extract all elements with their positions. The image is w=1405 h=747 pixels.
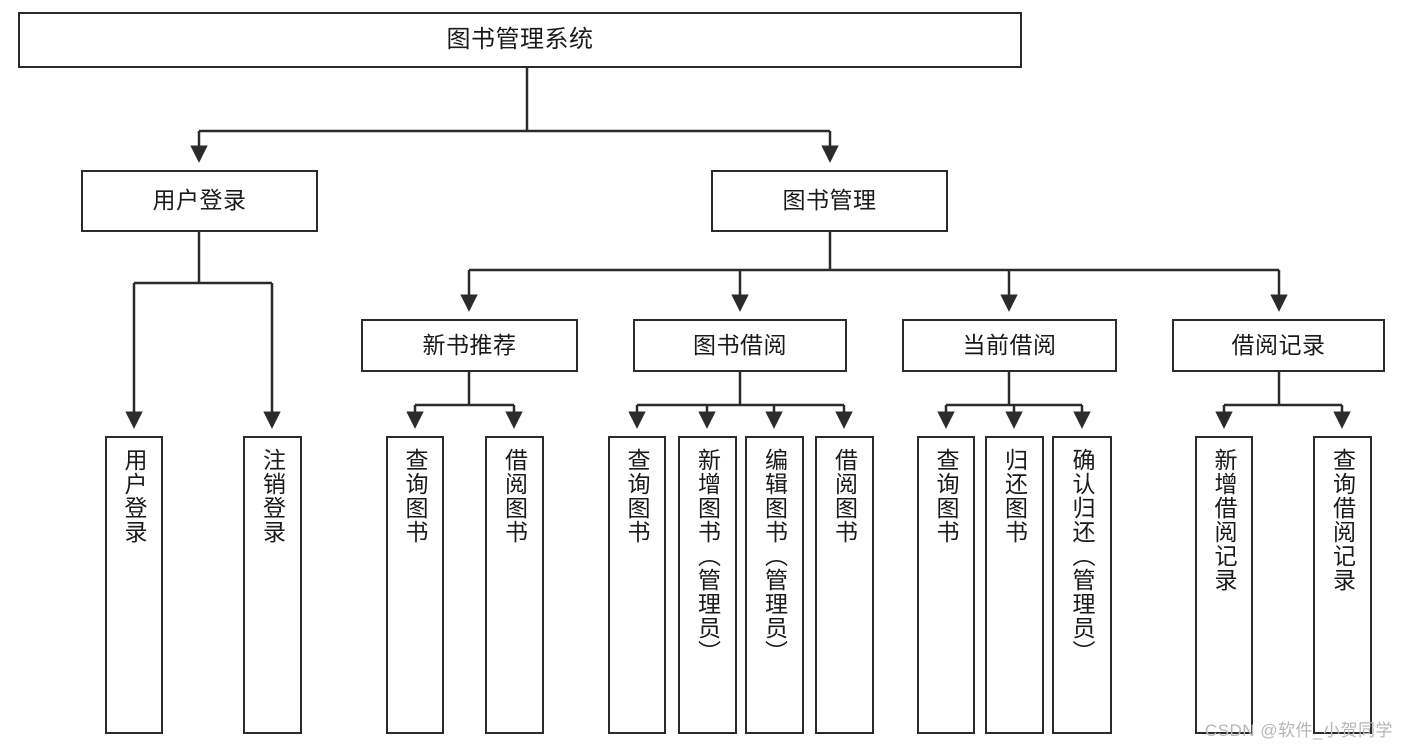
- node-label: 注销登录: [259, 448, 286, 544]
- node-label: 用户登录: [121, 448, 148, 544]
- node-label: 借阅记录: [1231, 331, 1326, 358]
- node-label: 归还图书: [1001, 448, 1028, 544]
- csdn-watermark: CSDN @软件_小贺同学: [1204, 721, 1393, 740]
- node-leaf-user-login[interactable]: 用户登录: [105, 436, 163, 734]
- node-label: 图书管理: [782, 187, 877, 214]
- node-leaf-add-borrow-record[interactable]: 新增借阅记录: [1195, 436, 1253, 734]
- node-book-manage[interactable]: 图书管理: [711, 170, 948, 232]
- node-label: 借阅图书: [501, 448, 528, 544]
- node-label: 查询图书: [624, 448, 651, 544]
- node-label: 查询借阅记录: [1329, 448, 1356, 592]
- node-label: 确认归还（管理员）: [1069, 448, 1096, 664]
- node-leaf-query-book-2[interactable]: 查询图书: [608, 436, 666, 734]
- node-current-borrow[interactable]: 当前借阅: [902, 319, 1117, 372]
- node-label: 图书借阅: [693, 331, 787, 358]
- node-label: 图书管理系统: [446, 25, 594, 53]
- node-root-system[interactable]: 图书管理系统: [18, 12, 1022, 68]
- node-label: 借阅图书: [831, 448, 858, 544]
- node-label: 当前借阅: [962, 331, 1057, 358]
- node-leaf-query-borrow-record[interactable]: 查询借阅记录: [1313, 436, 1372, 734]
- node-leaf-borrow-book-2[interactable]: 借阅图书: [815, 436, 874, 734]
- node-user-login[interactable]: 用户登录: [81, 170, 318, 232]
- node-label: 编辑图书（管理员）: [761, 448, 788, 664]
- node-label: 新书推荐: [422, 331, 517, 358]
- node-leaf-confirm-return-admin[interactable]: 确认归还（管理员）: [1052, 436, 1112, 734]
- node-new-book-recommend[interactable]: 新书推荐: [361, 319, 578, 372]
- node-label: 查询图书: [933, 448, 960, 544]
- node-leaf-query-book-3[interactable]: 查询图书: [917, 436, 975, 734]
- node-leaf-edit-book-admin[interactable]: 编辑图书（管理员）: [745, 436, 804, 734]
- node-leaf-add-book-admin[interactable]: 新增图书（管理员）: [678, 436, 737, 734]
- node-leaf-query-book-1[interactable]: 查询图书: [386, 436, 444, 734]
- node-leaf-return-book[interactable]: 归还图书: [985, 436, 1044, 734]
- node-leaf-borrow-book-1[interactable]: 借阅图书: [485, 436, 544, 734]
- node-label: 用户登录: [152, 187, 247, 214]
- node-leaf-logout-login[interactable]: 注销登录: [243, 436, 302, 734]
- node-label: 新增借阅记录: [1211, 448, 1238, 592]
- node-book-borrow[interactable]: 图书借阅: [633, 319, 847, 372]
- node-label: 查询图书: [402, 448, 429, 544]
- node-borrow-record[interactable]: 借阅记录: [1172, 319, 1385, 372]
- node-label: 新增图书（管理员）: [694, 448, 721, 664]
